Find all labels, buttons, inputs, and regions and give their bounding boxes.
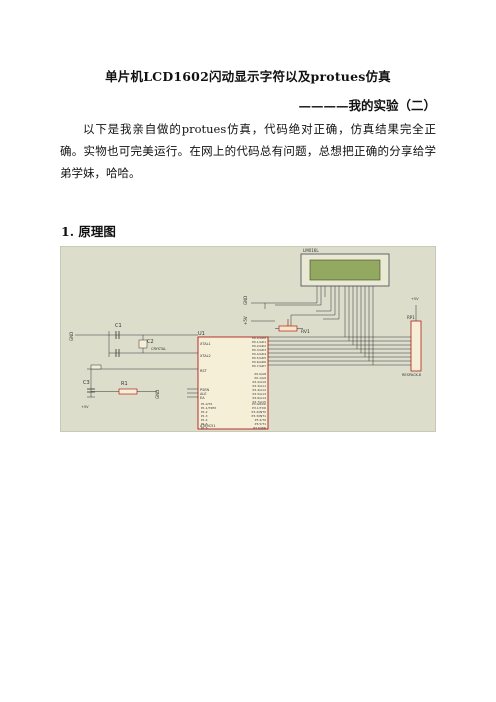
- p0-pin-7: P0.7/AD7: [252, 364, 266, 368]
- p2-pin-5: P2.5/A13: [253, 392, 267, 396]
- p1-pin-6: P1.6: [201, 426, 208, 430]
- p0-pin-4: P0.4/AD4: [252, 352, 266, 356]
- p3-pin-5: P3.5/T1: [255, 422, 266, 426]
- intro-paragraph: 以下是我亲自做的protues仿真，代码绝对正确，仿真结果完全正确。实物也可完美…: [60, 122, 436, 180]
- p3-pin-labels: P3.0/RXDP3.1/TXDP3.2/INT0P3.3/INT1P3.4/T…: [252, 402, 267, 431]
- p0-pin-1: P0.1/AD1: [252, 340, 266, 344]
- p3-pin-3: P3.3/INT1: [252, 414, 267, 418]
- p1-pin-7: P1.7: [201, 430, 208, 431]
- mcu-at89c51: U1 XTAL1 XTAL2 RST PSEN ALE EA AT89C51 P…: [197, 331, 269, 431]
- potentiometer-rv1: RV1: [275, 319, 310, 335]
- p2-pin-0: P2.0/A8: [254, 372, 266, 376]
- pin-psen: PSEN: [200, 388, 210, 392]
- p3-pin-2: P3.2/INT0: [252, 410, 267, 414]
- lcd-module: LM016L: [300, 248, 390, 287]
- c1-label: C1: [115, 323, 122, 329]
- r1-label: R1: [121, 381, 128, 387]
- p3-pin-1: P3.1/TXD: [252, 406, 266, 410]
- lcd-pins: [316, 286, 374, 365]
- p0-pin-6: P0.6/AD6: [252, 360, 266, 364]
- document-title: 单片机LCD1602闪动显示字符以及protues仿真: [105, 69, 391, 84]
- p0-bus-wires: [268, 336, 411, 366]
- rv1-label: RV1: [301, 329, 310, 335]
- p2-pin-labels: P2.0/A8P2.1/A9P2.2/A10P2.3/A11P2.4/A12P2…: [253, 372, 267, 404]
- mcu-label: U1: [198, 331, 205, 337]
- lcd-control-wires: [264, 297, 340, 327]
- p2-pin-6: P2.6/A14: [253, 396, 267, 400]
- gnd-reset: GND: [155, 390, 160, 399]
- p3-pin-7: P3.7/RD: [254, 430, 267, 431]
- p3-pin-0: P3.0/RXD: [252, 402, 267, 406]
- pin-ale: ALE: [200, 392, 207, 396]
- c3-label: C3: [83, 380, 90, 386]
- schematic-diagram: LM016L GND +5V: [60, 246, 436, 432]
- document-subtitle: ————我的实验（二）: [298, 98, 436, 113]
- lcd-label: LM016L: [303, 248, 319, 253]
- p3-pin-6: P3.6/WR: [253, 426, 266, 430]
- pin-xtal1: XTAL1: [200, 342, 211, 346]
- p2-pin-2: P2.2/A10: [253, 380, 267, 384]
- p0-pin-3: P0.3/AD3: [252, 348, 266, 352]
- p0-pin-labels: P0.0/AD0P0.1/AD1P0.2/AD2P0.3/AD3P0.4/AD4…: [252, 336, 266, 368]
- section-heading: 1. 原理图: [61, 224, 116, 239]
- c2-label: C2: [147, 339, 154, 345]
- p1-pin-2: P1.2: [201, 410, 208, 414]
- p2-pin-7: P2.7/A15: [253, 400, 267, 404]
- pin-xtal2: XTAL2: [200, 354, 211, 358]
- p2-pin-4: P2.4/A12: [253, 388, 267, 392]
- pin-ea: EA: [200, 396, 205, 400]
- p2-pin-1: P2.1/A9: [254, 376, 266, 380]
- resistor-pack-rp1: RP1 RESPACK-8 +5V: [402, 297, 422, 377]
- p1-pin-0: P1.0/T2: [201, 402, 212, 406]
- p1-pin-1: P1.1/T2EX: [201, 406, 216, 410]
- gnd-lcd: GND: [243, 296, 248, 305]
- vcc-lcd: +5V: [243, 316, 248, 325]
- p0-pin-0: P0.0/AD0: [252, 336, 266, 340]
- vcc-reset: +5V: [81, 405, 89, 409]
- p2-pin-3: P2.3/A11: [253, 384, 267, 388]
- p0-pin-2: P0.2/AD2: [252, 344, 266, 348]
- rp1-label: RP1: [407, 315, 415, 320]
- schematic-svg: LM016L GND +5V: [69, 248, 422, 431]
- p3-pin-4: P3.4/T0: [255, 418, 266, 422]
- p1-pin-3: P1.3: [201, 414, 208, 418]
- gnd-osc: GND: [69, 332, 74, 341]
- x1-part: CRYSTAL: [151, 347, 166, 351]
- pin-rst: RST: [200, 369, 208, 373]
- p1-pin-4: P1.4: [201, 418, 208, 422]
- mcu-part: AT89C51: [200, 424, 216, 428]
- reset-circuit: C3 +5V R1 GND: [81, 364, 198, 409]
- oscillator-circuit: C1 C2 CRYSTAL GND: [69, 323, 198, 357]
- p0-pin-5: P0.5/AD5: [252, 356, 266, 360]
- vcc-rp1: +5V: [411, 297, 419, 301]
- rp1-part: RESPACK-8: [402, 373, 421, 377]
- p1-pin-5: P1.5: [201, 422, 208, 426]
